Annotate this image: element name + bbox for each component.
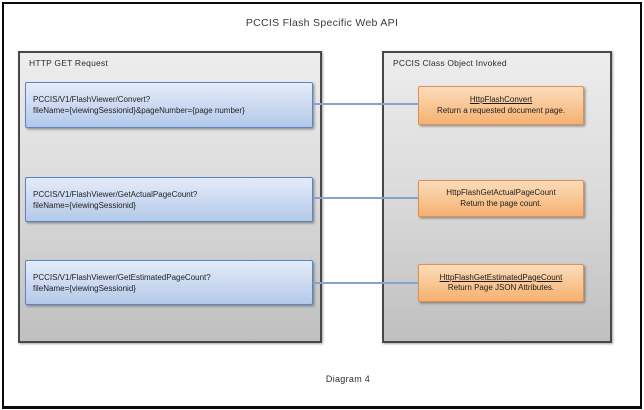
handler-name: HttpFlashGetEstimatedPageCount	[439, 272, 563, 282]
connector-line-estimated-page-count	[313, 282, 419, 284]
handler-box-http-flash-convert: HttpFlashConvert Return a requested docu…	[418, 86, 584, 125]
request-box-convert: PCCIS/V1/FlashViewer/Convert? fileName={…	[25, 82, 313, 128]
request-query: fileName={viewingSessionid}	[33, 283, 136, 293]
pccis-class-object-panel: PCCIS Class Object Invoked HttpFlashConv…	[382, 51, 612, 343]
handler-box-http-flash-get-actual-page-count: HttpFlashGetActualPageCount Return the p…	[418, 180, 584, 217]
request-box-get-estimated-page-count: PCCIS/V1/FlashViewer/GetEstimatedPageCou…	[25, 260, 313, 305]
pccis-class-object-panel-header: PCCIS Class Object Invoked	[393, 58, 507, 68]
request-path: PCCIS/V1/FlashViewer/GetEstimatedPageCou…	[33, 272, 211, 282]
request-query: fileName={viewingSessionid}&pageNumber={…	[33, 106, 245, 115]
http-get-request-panel: HTTP GET Request PCCIS/V1/FlashViewer/Co…	[18, 51, 322, 343]
handler-box-http-flash-get-estimated-page-count: HttpFlashGetEstimatedPageCount Return Pa…	[418, 264, 584, 302]
request-query: fileName={viewingSessionid}	[33, 200, 136, 210]
handler-description: Return a requested document page.	[436, 105, 566, 115]
request-path: PCCIS/V1/FlashViewer/GetActualPageCount?	[33, 189, 198, 199]
connector-line-convert	[313, 103, 419, 105]
handler-name: HttpFlashConvert	[469, 95, 533, 104]
handler-description: Return Page JSON Attributes.	[447, 283, 555, 292]
request-box-get-actual-page-count: PCCIS/V1/FlashViewer/GetActualPageCount?…	[25, 177, 313, 222]
request-path: PCCIS/V1/FlashViewer/Convert?	[33, 95, 151, 104]
http-get-request-panel-header: HTTP GET Request	[29, 58, 108, 68]
handler-name: HttpFlashGetActualPageCount	[446, 188, 556, 197]
connector-line-actual-page-count	[313, 197, 419, 199]
page-title: PCCIS Flash Specific Web API	[245, 17, 399, 29]
handler-description: Return the page count.	[460, 198, 542, 208]
diagram-caption: Diagram 4	[325, 374, 371, 384]
